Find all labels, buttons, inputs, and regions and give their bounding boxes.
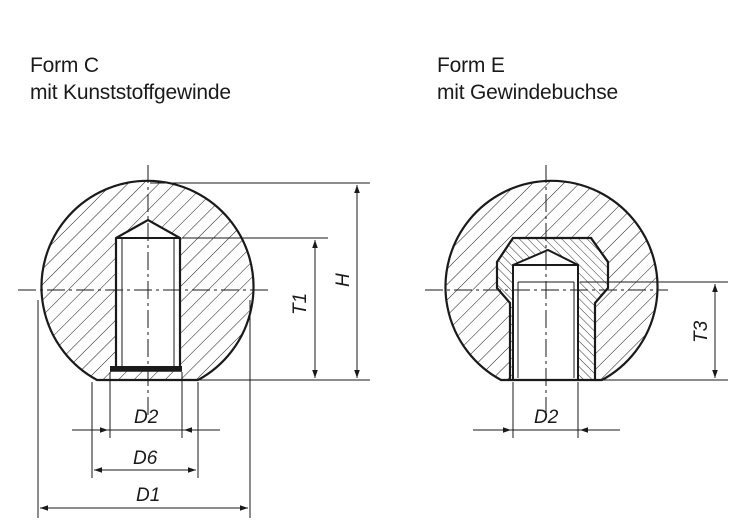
form-c-d6-label: D6	[133, 448, 158, 469]
form-e-d2-label: D2	[534, 407, 559, 428]
form-c-d1-label: D1	[136, 485, 160, 506]
form-c-d2-label: D2	[134, 407, 159, 428]
form-c-h-label: H	[333, 273, 354, 287]
form-e-t3-label: T3	[691, 320, 712, 343]
form-e-dimension-lines	[473, 284, 718, 433]
form-e-extension-lines	[512, 281, 728, 438]
form-c-ball-section	[40, 179, 255, 382]
form-c-subtitle: mit Kunststoffgewinde	[30, 81, 231, 104]
form-e-centerlines	[425, 165, 668, 418]
form-e-title: Form E	[437, 54, 505, 77]
form-e-caption: Form E mit Gewindebuchse	[437, 52, 618, 106]
form-c-centerlines	[18, 165, 268, 418]
form-c-caption: Form C mit Kunststoffgewinde	[30, 52, 231, 106]
form-e-drawing: D2 T3	[425, 165, 728, 438]
form-c-title: Form C	[30, 54, 99, 77]
form-e-threaded-insert	[496, 237, 609, 381]
form-c-drawing: D2 D6 D1 T1 H	[18, 165, 370, 518]
form-e-ball-section	[444, 179, 659, 382]
form-c-dimension-lines	[40, 185, 360, 511]
form-c-t1-label: T1	[290, 293, 311, 315]
form-e-subtitle: mit Gewindebuchse	[437, 81, 619, 104]
form-c-bore	[110, 237, 182, 372]
